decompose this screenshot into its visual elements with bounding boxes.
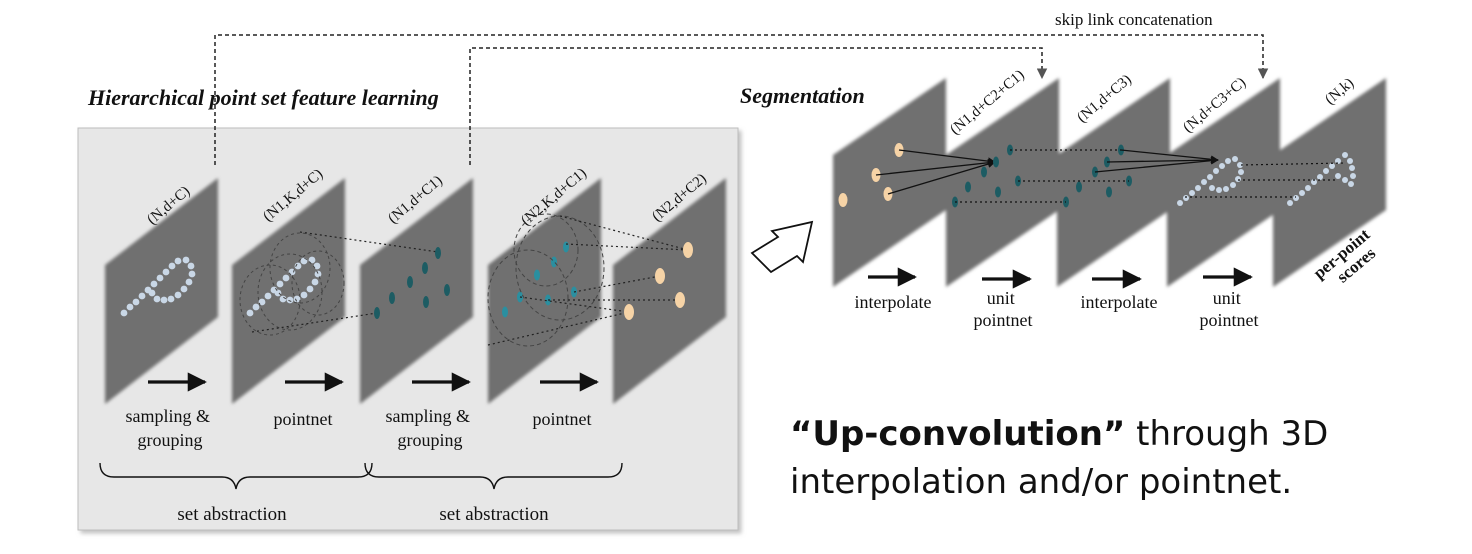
- plane-9: [1167, 78, 1280, 287]
- set-abstraction-label-2: set abstraction: [439, 504, 549, 525]
- plane-4: [488, 178, 601, 404]
- seg-plane-2-points: [952, 144, 1021, 208]
- plane-10: [1273, 78, 1386, 287]
- seg-step-unit-pointnet-2: unit pointnet: [1200, 288, 1259, 330]
- step-label-sampling-grouping-1: sampling & grouping: [126, 406, 215, 450]
- seg-step-arrows: [868, 267, 1253, 289]
- caption-bold: “Up-convolution”: [790, 414, 1126, 454]
- plane-6: [833, 78, 946, 287]
- step-label-sampling-grouping-2: sampling & grouping: [386, 406, 475, 450]
- seg-step-interpolate-2: interpolate: [1081, 292, 1158, 312]
- plane-3-points: [374, 247, 450, 319]
- seg-step-unit-pointnet-1: unit pointnet: [974, 288, 1033, 330]
- plane-7: [946, 78, 1059, 287]
- step-label-pointnet-1: pointnet: [274, 409, 333, 429]
- step-label-pointnet-2: pointnet: [533, 409, 592, 429]
- left-step-labels: sampling & grouping pointnet sampling & …: [126, 406, 592, 450]
- set-abstraction-label-1: set abstraction: [177, 504, 287, 525]
- interpolate-arrows-1: [875, 149, 996, 195]
- skip-link-inner: [469, 47, 1048, 165]
- up-convolution-caption: “Up-convolution” through 3D interpolatio…: [790, 410, 1390, 506]
- caption-line2: interpolation and/or pointnet.: [790, 462, 1293, 502]
- plane-5: [613, 178, 726, 404]
- plane-5-points: [624, 242, 693, 320]
- interpolate-arrows-2: [1094, 149, 1219, 173]
- plane-8: [1057, 78, 1170, 287]
- skip-link-outer: [214, 34, 1269, 165]
- caption-line1-rest: through 3D: [1125, 414, 1329, 454]
- transition-arrow-icon: [750, 220, 814, 274]
- seg-step-interpolate-1: interpolate: [855, 292, 932, 312]
- set-abstraction-braces: [99, 462, 623, 490]
- brace-1: [99, 462, 373, 490]
- hierarchical-title: Hierarchical point set feature learning: [87, 85, 439, 110]
- seg-plane-4-points: [1177, 156, 1244, 206]
- grouping-circles-1: [239, 232, 345, 336]
- seg-dotted-links-1: [955, 149, 1129, 203]
- brace-2: [364, 462, 623, 490]
- seg-plane-1-points: [838, 143, 904, 207]
- plane-1: [105, 178, 218, 404]
- feature-planes: [105, 78, 1386, 404]
- seg-step-labels: interpolate unit pointnet interpolate un…: [855, 288, 1259, 330]
- plane-3: [360, 178, 473, 404]
- skip-link-label: skip link concatenation: [1055, 10, 1213, 29]
- plane-1-points: [120, 256, 196, 317]
- skip-links: [214, 34, 1269, 165]
- grouping-projection-2: [487, 215, 689, 346]
- grouping-projection-1: [251, 231, 439, 333]
- segmentation-title: Segmentation: [740, 83, 865, 108]
- seg-plane-5-points: [1287, 152, 1356, 206]
- seg-dotted-links-2: [1185, 162, 1346, 198]
